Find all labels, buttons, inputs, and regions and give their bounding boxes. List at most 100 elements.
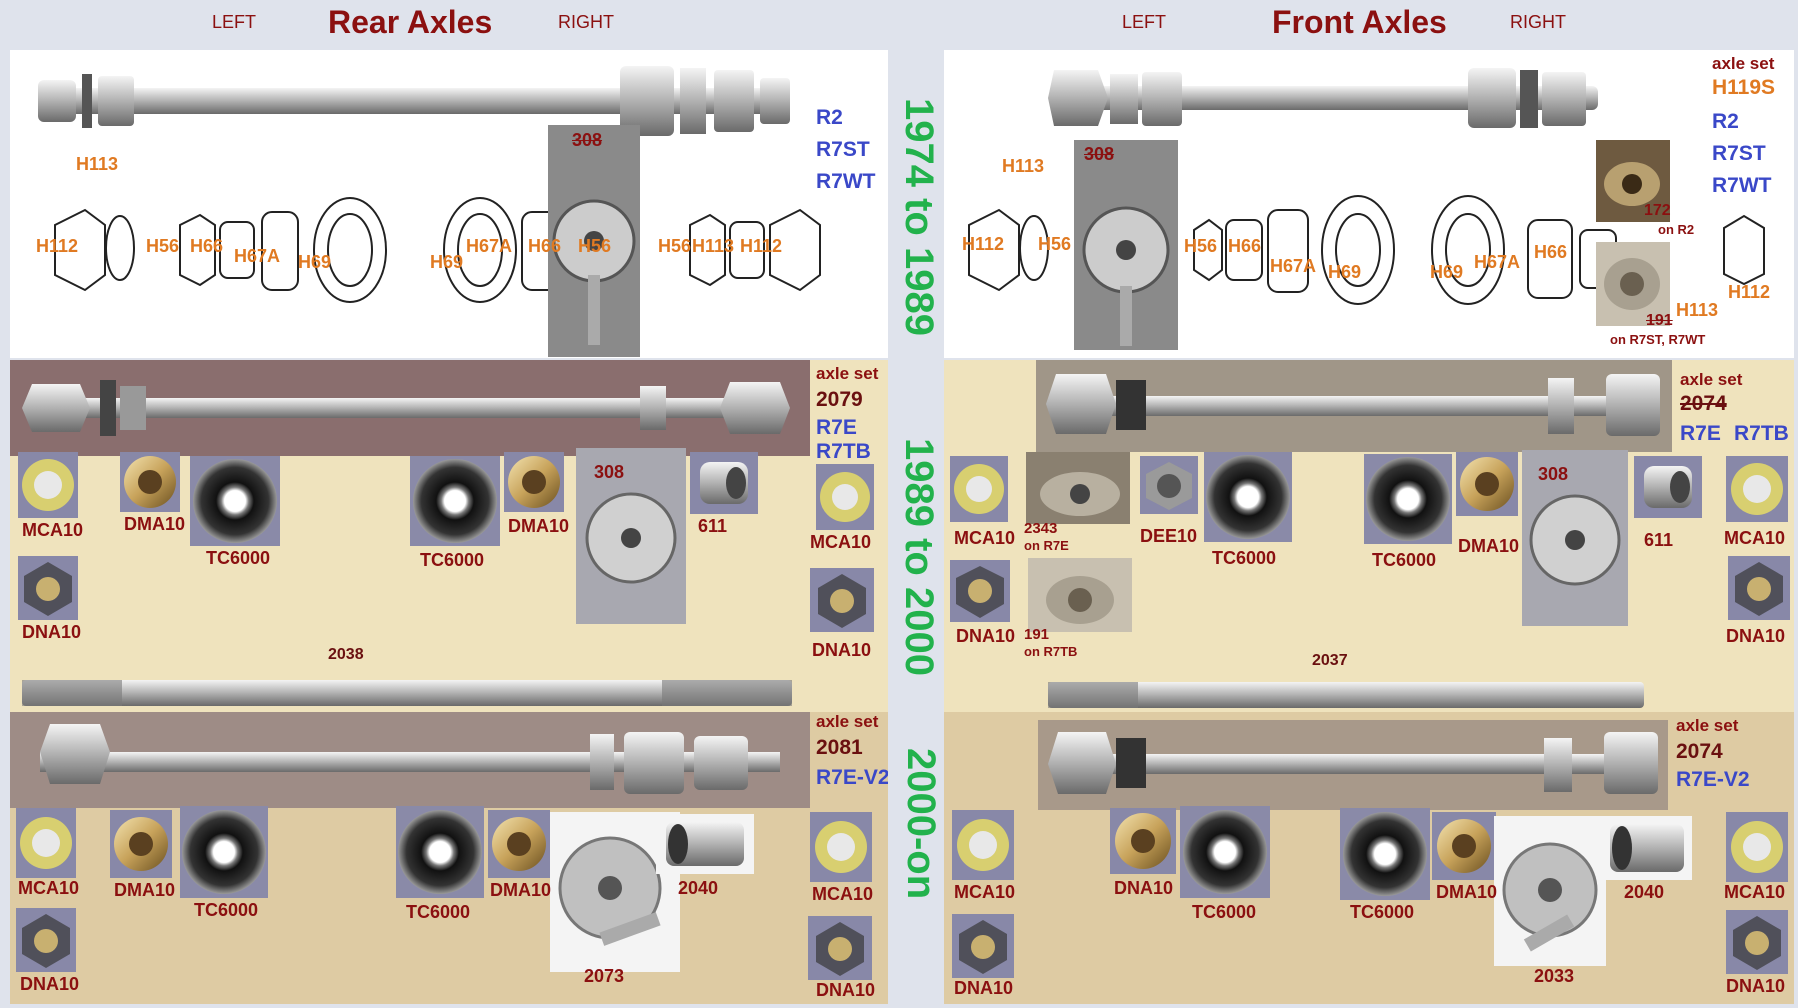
spacer-2040-photo bbox=[656, 814, 754, 874]
part-label-2343: 2343 bbox=[1024, 520, 1058, 537]
part-label-mca10: MCA10 bbox=[18, 878, 80, 898]
part-label-dna10: DNA10 bbox=[812, 640, 872, 660]
part-label-172: 172 bbox=[1644, 202, 1671, 219]
part-label-h67a: H67A bbox=[234, 246, 281, 266]
washer-mca10-photo bbox=[1726, 812, 1788, 882]
part-label-h56: H56 bbox=[146, 236, 180, 256]
part-label-2040: 2040 bbox=[1624, 882, 1665, 902]
part-label-308: 308 bbox=[1538, 464, 1569, 484]
part-label-mca10: MCA10 bbox=[954, 528, 1016, 548]
model-r7wt: R7WT bbox=[816, 170, 876, 193]
axle-set-number: 2074 bbox=[1676, 740, 1723, 763]
part-label-dna10: DNA10 bbox=[954, 978, 1014, 998]
part-label-dna10: DNA10 bbox=[1114, 878, 1174, 898]
nut-dna10-photo bbox=[952, 914, 1014, 978]
part-label-tc6000: TC6000 bbox=[406, 902, 471, 922]
nut-dma10-photo bbox=[1432, 812, 1496, 880]
part-label-2040: 2040 bbox=[678, 878, 719, 898]
model-r7e-v2: R7E-V2 bbox=[1676, 768, 1750, 791]
part-label-dma10: DMA10 bbox=[1436, 882, 1498, 902]
front-axle-2074-photo bbox=[1036, 360, 1672, 452]
model-r7wt: R7WT bbox=[1712, 174, 1772, 197]
part-label-mca10: MCA10 bbox=[954, 882, 1016, 902]
part-label-dna10: DNA10 bbox=[20, 974, 80, 994]
part-label-2033: 2033 bbox=[1534, 966, 1575, 986]
part-label-mca10: MCA10 bbox=[22, 520, 84, 540]
bearing-tc6000-photo bbox=[1340, 808, 1430, 900]
brake-plate-308-photo bbox=[548, 125, 640, 357]
spacer-2040-photo bbox=[1602, 816, 1692, 880]
brake-plate-2073-photo bbox=[550, 812, 680, 972]
rear-axles-title: Rear Axles bbox=[328, 4, 493, 40]
front-right-label: RIGHT bbox=[1510, 12, 1566, 32]
nut-dma10-photo bbox=[1456, 452, 1518, 516]
axle-set-label: axle set bbox=[816, 712, 879, 731]
part-label-h69: H69 bbox=[430, 252, 464, 272]
part-label-dma10: DMA10 bbox=[124, 514, 186, 534]
nut-drawing-h112 bbox=[1723, 214, 1765, 286]
model-r7e: R7E bbox=[1680, 422, 1721, 445]
part-label-h56: H56 bbox=[658, 236, 692, 256]
part-note-on-r7st-r7wt: on R7ST, R7WT bbox=[1610, 332, 1706, 347]
part-label-h67a: H67A bbox=[1270, 256, 1317, 276]
axle-set-number: 2079 bbox=[816, 388, 863, 411]
front-2000-panel: axle set 2074 R7E-V2 MCA10 DNA10 TC6000 … bbox=[944, 712, 1794, 1004]
washer-mca10-photo bbox=[816, 464, 874, 530]
part-label-h112: H112 bbox=[962, 234, 1005, 254]
part-label-dma10: DMA10 bbox=[490, 880, 552, 900]
rear-axle-2079-photo bbox=[10, 360, 810, 456]
part-note-on-r7tb: on R7TB bbox=[1024, 644, 1078, 659]
front-axle-photo bbox=[1048, 68, 1598, 128]
part-label-308: 308 bbox=[1084, 144, 1115, 164]
washer-mca10-photo bbox=[952, 810, 1014, 880]
part-label-h113: H113 bbox=[1676, 300, 1719, 320]
rear-axle-2038-photo bbox=[22, 680, 792, 706]
front-axle-2074-v2-photo bbox=[1038, 720, 1668, 810]
part-label-tc6000: TC6000 bbox=[1192, 902, 1257, 922]
part-label-h113: H113 bbox=[1002, 156, 1045, 176]
axle-set-label: axle set bbox=[1712, 54, 1775, 73]
part-label-h69: H69 bbox=[298, 252, 332, 272]
bearing-tc6000-photo bbox=[1204, 452, 1292, 542]
bearing-tc6000-photo bbox=[180, 806, 268, 898]
part-label-308: 308 bbox=[572, 130, 603, 150]
speedo-drive-191-photo bbox=[1596, 242, 1670, 326]
bearing-tc6000-photo bbox=[396, 806, 484, 898]
part-label-h69: H69 bbox=[1430, 262, 1464, 282]
nut-dna10-photo bbox=[950, 560, 1010, 622]
axle-set-number: 2074 bbox=[1680, 392, 1727, 415]
nut-dma10-photo bbox=[504, 452, 564, 512]
year-label-2000-on: 2000-on bbox=[899, 748, 943, 900]
year-label-1974-1989: 1974 to 1989 bbox=[897, 98, 941, 336]
part-label-tc6000: TC6000 bbox=[1350, 902, 1415, 922]
speedo-drive-191-photo bbox=[1028, 558, 1132, 632]
part-label-dma10: DMA10 bbox=[114, 880, 176, 900]
bearing-tc6000-photo bbox=[190, 456, 280, 546]
part-note-on-r2: on R2 bbox=[1658, 222, 1695, 237]
brake-plate-308-photo bbox=[1074, 140, 1178, 350]
brake-plate-308-photo bbox=[1522, 450, 1628, 626]
part-label-tc6000: TC6000 bbox=[206, 548, 271, 568]
front-left-label: LEFT bbox=[1122, 12, 1167, 32]
front-axle-2037-photo bbox=[1048, 682, 1644, 708]
axle-set-label: axle set bbox=[816, 364, 879, 383]
brake-plate-2033-photo bbox=[1494, 816, 1606, 966]
part-label-308: 308 bbox=[594, 462, 625, 482]
rear-right-label: RIGHT bbox=[558, 12, 614, 32]
part-label-dna10: DNA10 bbox=[956, 626, 1016, 646]
part-label-h66: H66 bbox=[190, 236, 224, 256]
rear-1989-panel: axle set 2079 R7E R7TB MCA10 DMA10 TC600… bbox=[10, 360, 888, 712]
part-label-h56: H56 bbox=[1184, 236, 1218, 256]
nut-dma10-photo bbox=[488, 810, 550, 878]
nut-dee10-photo bbox=[1140, 456, 1198, 514]
nut-dna10-photo bbox=[16, 908, 76, 972]
part-label-h113: H113 bbox=[692, 236, 735, 256]
part-label-191: 191 bbox=[1024, 626, 1050, 643]
part-label-mca10: MCA10 bbox=[1724, 882, 1786, 902]
part-label-mca10: MCA10 bbox=[812, 884, 874, 904]
part-label-tc6000: TC6000 bbox=[1372, 550, 1437, 570]
rear-axle-photo bbox=[38, 66, 790, 136]
part-label-dma10: DMA10 bbox=[508, 516, 570, 536]
part-label-mca10: MCA10 bbox=[810, 532, 872, 552]
washer-mca10-photo bbox=[16, 808, 76, 878]
